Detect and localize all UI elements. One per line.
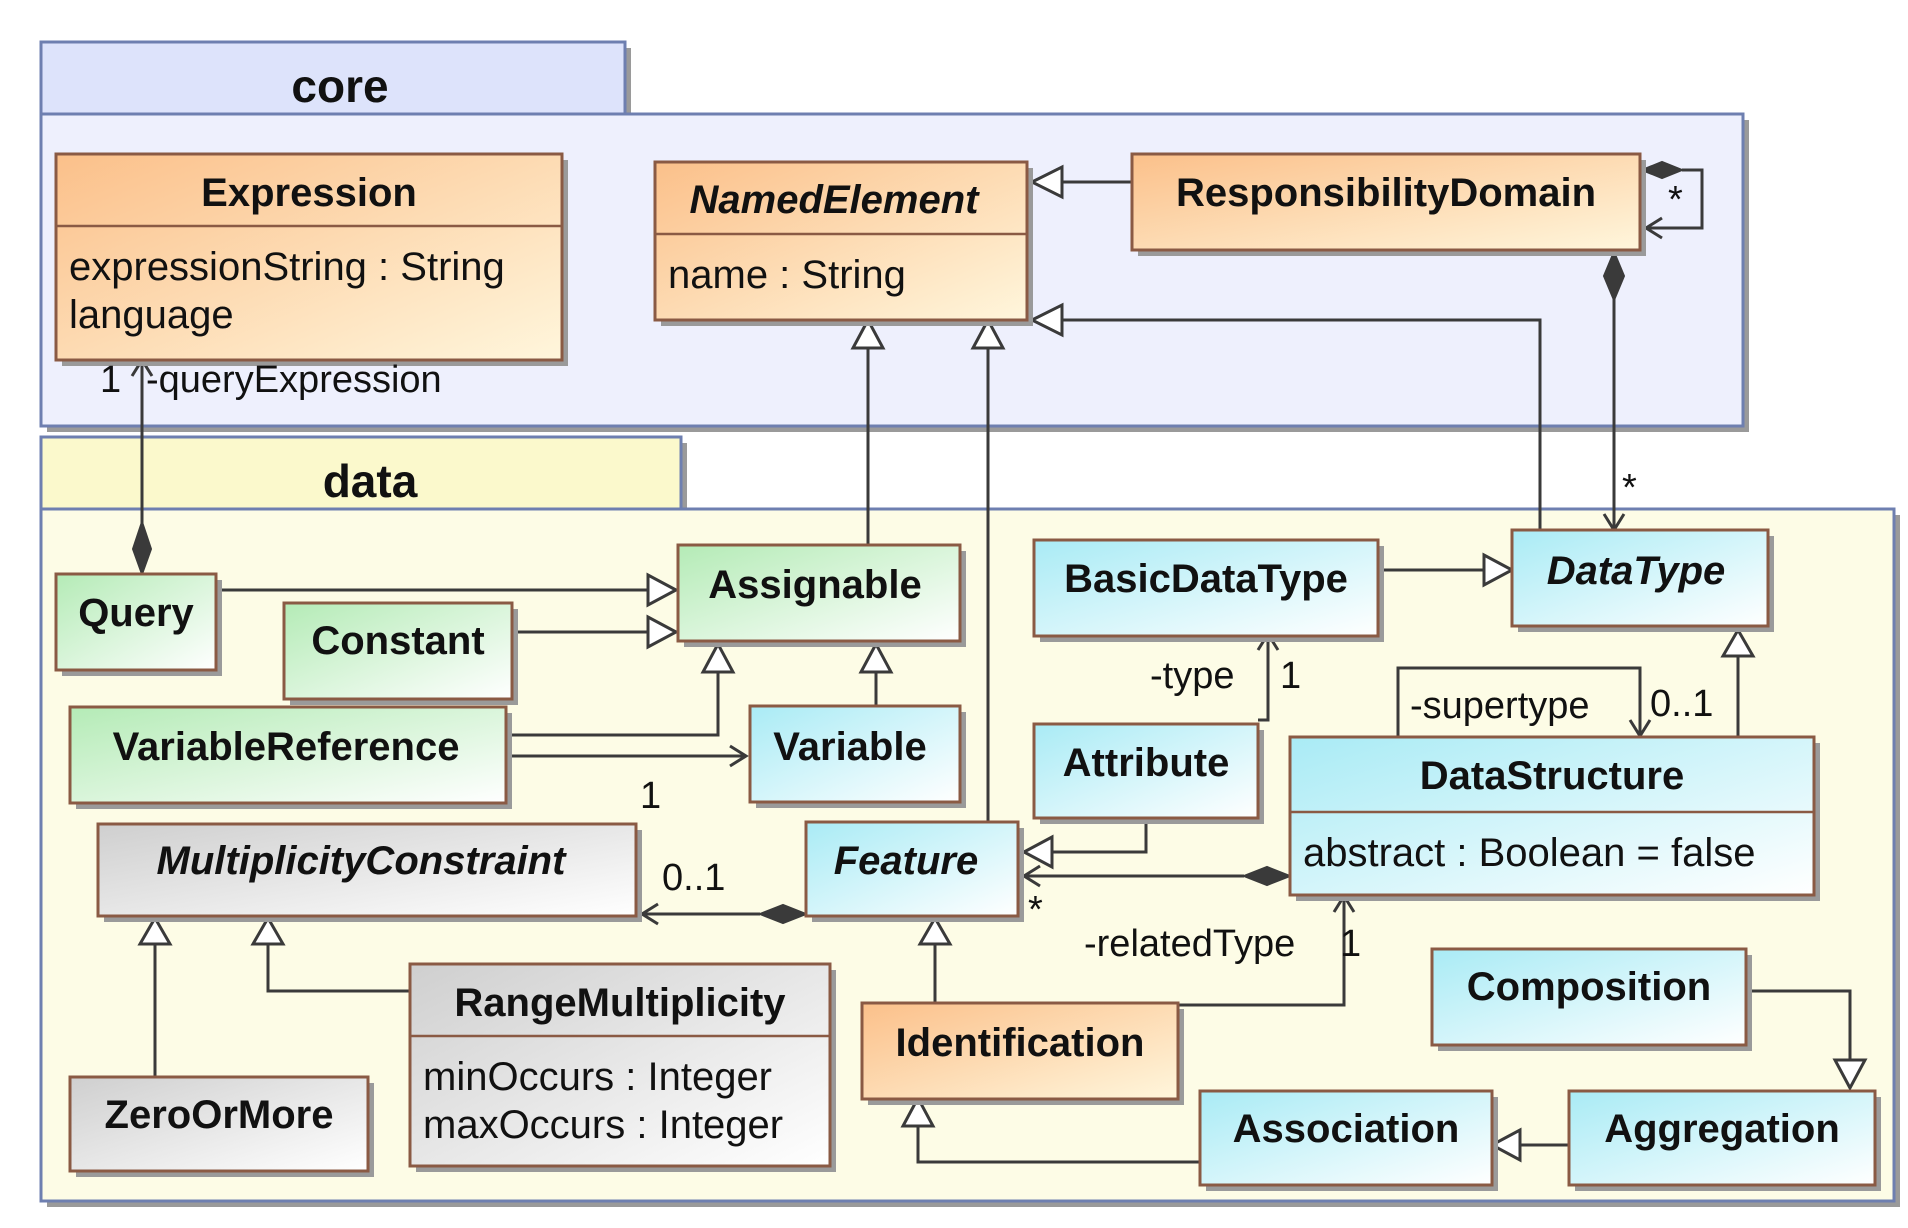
generalization-arrow — [700, 640, 736, 674]
class-variable-name: Variable — [773, 725, 926, 769]
class-named-element-attr-1: name : String — [668, 253, 906, 297]
generalization-arrow — [900, 1094, 936, 1128]
class-range-multiplicity-attr-1: minOccurs : Integer — [423, 1055, 772, 1099]
label-related-type-mult: 1 — [1340, 923, 1361, 965]
composition-diamond — [1602, 249, 1626, 303]
class-expression-attr-1: expressionString : String — [69, 245, 505, 289]
class-expression-attr-2: language — [69, 293, 234, 337]
class-responsibility-domain[interactable]: ResponsibilityDomain — [1130, 152, 1646, 256]
edge-datastructure-supertype — [1396, 666, 1642, 737]
class-composition[interactable]: Composition — [1430, 947, 1752, 1051]
class-data-type[interactable]: DataType — [1510, 528, 1774, 632]
generalization-arrow — [1488, 1127, 1522, 1163]
label-supertype-mult: 0..1 — [1650, 683, 1713, 725]
class-constant[interactable]: Constant — [282, 601, 518, 705]
class-aggregation[interactable]: Aggregation — [1567, 1089, 1881, 1191]
class-range-multiplicity-name: RangeMultiplicity — [454, 981, 786, 1025]
class-aggregation-name: Aggregation — [1604, 1107, 1840, 1151]
label-type-mult: 1 — [1280, 655, 1301, 697]
composition-diamond — [1639, 160, 1685, 180]
class-attribute-name: Attribute — [1063, 741, 1230, 785]
edge-composition-aggregation — [1746, 989, 1852, 1060]
label-supertype-role: -supertype — [1410, 685, 1590, 727]
class-association[interactable]: Association — [1198, 1089, 1498, 1191]
class-query[interactable]: Query — [54, 572, 222, 676]
edge-association-identification — [916, 1126, 1200, 1164]
edge-attribute-feature — [1052, 818, 1148, 854]
composition-diamond — [1241, 865, 1293, 887]
class-association-name: Association — [1233, 1107, 1460, 1151]
edge-attribute-basicdatatype — [1258, 634, 1270, 722]
edge-rangemult-multconstraint — [266, 944, 410, 993]
class-basic-data-type-name: BasicDataType — [1064, 557, 1348, 601]
generalization-arrow — [917, 914, 953, 946]
generalization-arrow — [646, 614, 680, 650]
generalization-arrow — [1028, 302, 1064, 338]
edge-datatype-namedelement — [1062, 318, 1542, 530]
class-query-name: Query — [78, 591, 194, 635]
open-arrow — [729, 744, 749, 768]
edge-rd-self — [1646, 168, 1704, 230]
class-range-multiplicity[interactable]: RangeMultiplicity minOccurs : Integer ma… — [408, 962, 836, 1172]
label-rd-self-mult: * — [1668, 179, 1683, 221]
class-variable-reference[interactable]: VariableReference — [68, 705, 512, 809]
label-related-type-role: -relatedType — [1084, 923, 1295, 965]
generalization-arrow — [1482, 552, 1516, 588]
label-multconstraint-mult: 0..1 — [662, 857, 725, 899]
label-query-expr-role: -queryExpression — [146, 359, 442, 401]
class-named-element-name: NamedElement — [690, 178, 981, 222]
class-multiplicity-constraint[interactable]: MultiplicityConstraint — [96, 822, 642, 922]
label-feature-mult: * — [1028, 889, 1043, 931]
label-rd-datatype-mult: * — [1622, 467, 1637, 509]
class-identification-name: Identification — [896, 1021, 1145, 1065]
generalization-arrow — [858, 640, 894, 674]
generalization-arrow — [1832, 1058, 1868, 1092]
relationships — [130, 160, 1868, 1164]
label-type-role: -type — [1150, 655, 1234, 697]
class-assignable[interactable]: Assignable — [676, 543, 966, 647]
generalization-arrow — [1720, 626, 1756, 658]
class-basic-data-type[interactable]: BasicDataType — [1032, 538, 1384, 642]
class-responsibility-domain-name: ResponsibilityDomain — [1176, 171, 1596, 215]
generalization-arrow — [1020, 834, 1054, 870]
class-variable[interactable]: Variable — [748, 704, 966, 808]
class-data-structure[interactable]: DataStructure abstract : Boolean = false — [1288, 735, 1820, 901]
class-constant-name: Constant — [311, 619, 484, 663]
class-composition-name: Composition — [1467, 965, 1711, 1009]
class-identification[interactable]: Identification — [860, 1001, 1184, 1105]
class-feature[interactable]: Feature — [804, 820, 1024, 922]
class-zero-or-more-name: ZeroOrMore — [105, 1093, 334, 1137]
generalization-arrow — [850, 316, 886, 350]
class-multiplicity-constraint-name: MultiplicityConstraint — [157, 839, 568, 883]
composition-diamond — [757, 903, 809, 925]
generalization-arrow — [250, 914, 286, 946]
package-core-name: core — [291, 60, 388, 112]
class-data-structure-attr-1: abstract : Boolean = false — [1303, 831, 1756, 875]
class-assignable-name: Assignable — [708, 563, 921, 607]
label-query-expr-mult: 1 — [100, 359, 121, 401]
generalization-arrow — [1028, 164, 1064, 200]
generalization-arrow — [646, 572, 680, 608]
label-varref-mult: 1 — [640, 775, 661, 817]
class-data-type-name: DataType — [1547, 549, 1726, 593]
package-data-name: data — [323, 455, 418, 507]
class-attribute[interactable]: Attribute — [1032, 722, 1264, 824]
class-feature-name: Feature — [834, 839, 979, 883]
generalization-arrow — [137, 914, 173, 946]
class-expression-name: Expression — [201, 171, 417, 215]
class-variable-reference-name: VariableReference — [113, 725, 460, 769]
class-range-multiplicity-attr-2: maxOccurs : Integer — [423, 1103, 783, 1147]
class-named-element[interactable]: NamedElement name : String — [653, 160, 1033, 326]
generalization-arrow — [970, 316, 1006, 350]
class-zero-or-more[interactable]: ZeroOrMore — [68, 1075, 374, 1177]
edge-labels: 1 -queryExpression * * -type 1 -supertyp… — [100, 179, 1713, 965]
edge-identification-datastructure — [1178, 896, 1346, 1007]
class-expression[interactable]: Expression expressionString : String lan… — [54, 152, 568, 366]
edge-varref-assignable — [510, 672, 720, 737]
class-data-structure-name: DataStructure — [1420, 754, 1685, 798]
